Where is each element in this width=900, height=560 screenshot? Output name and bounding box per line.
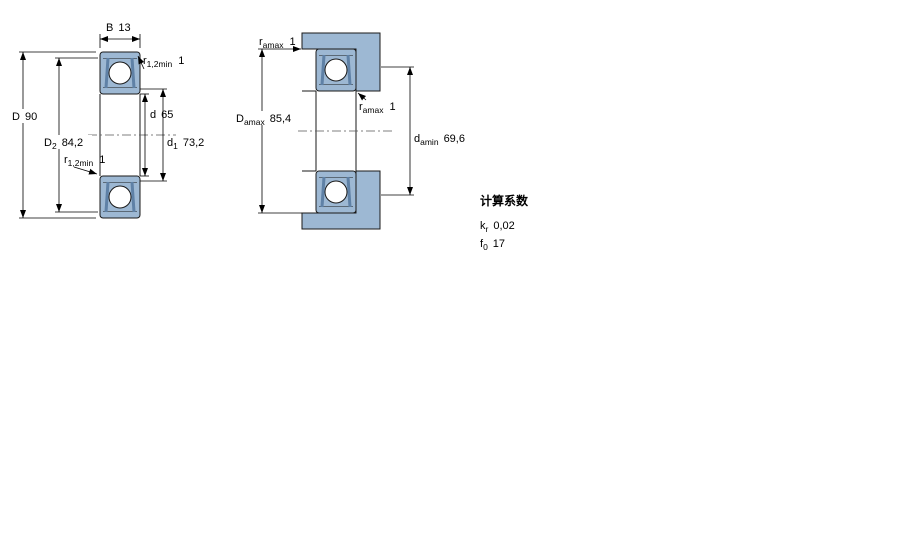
bearing-section-bottom — [315, 170, 357, 214]
ball-icon — [108, 61, 132, 85]
seal-left — [104, 181, 110, 213]
seal-right — [346, 54, 352, 86]
label-backplate — [233, 111, 297, 125]
seal-left — [104, 57, 110, 89]
leader-line — [357, 92, 367, 101]
ball-icon — [108, 185, 132, 209]
leader-line — [137, 55, 145, 70]
calc-factors-heading: 计算系数 — [480, 193, 529, 208]
label-backplate — [9, 109, 45, 123]
seal-right — [346, 176, 352, 208]
seal-right — [130, 181, 136, 213]
seal-left — [320, 176, 326, 208]
ball-icon — [324, 58, 348, 82]
bearing-section-bottom — [99, 175, 141, 219]
leader-line — [73, 166, 98, 175]
ball-icon — [324, 180, 348, 204]
label-backplate — [42, 135, 92, 149]
seal-right — [130, 57, 136, 89]
bearing-section-top — [315, 48, 357, 92]
bearing-section-top — [99, 51, 141, 95]
seal-left — [320, 54, 326, 86]
